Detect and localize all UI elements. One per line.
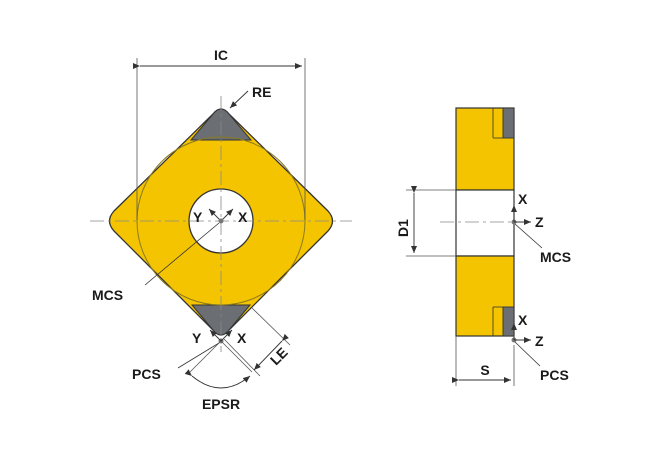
le-dimension-line xyxy=(253,333,290,371)
tip-y-label: Y xyxy=(192,330,202,346)
s-label: S xyxy=(480,362,489,378)
side-lower-tip xyxy=(502,306,515,337)
re-label: RE xyxy=(252,84,271,100)
d1-label: D1 xyxy=(395,219,411,237)
side-mcs-z-label: Z xyxy=(535,214,544,230)
side-upper-tip xyxy=(502,107,515,139)
pcs-x-axis xyxy=(220,329,233,342)
mcs-x-axis xyxy=(220,208,234,222)
le-label: LE xyxy=(267,344,291,368)
ic-label: IC xyxy=(214,47,228,63)
mcs-origin-dot xyxy=(218,218,224,224)
center-y-label: Y xyxy=(193,209,203,225)
side-view: D1 S X Z MCS X Z PCS xyxy=(395,107,571,386)
side-hole xyxy=(455,189,515,257)
mcs-right-label: MCS xyxy=(540,249,571,265)
epsr-edge-right xyxy=(220,340,253,373)
tip-x-label: X xyxy=(237,330,247,346)
pcs-right-label: PCS xyxy=(540,367,569,383)
epsr-label: EPSR xyxy=(202,396,240,412)
pcs-left-label: PCS xyxy=(132,366,161,382)
mcs-y-axis xyxy=(208,208,222,222)
mcs-left-label: MCS xyxy=(92,287,123,303)
pcs-left-leader xyxy=(177,342,220,369)
le-extension-top xyxy=(251,307,291,346)
top-view: IC RE Y X MCS Y X PCS LE EPSR xyxy=(90,47,352,412)
re-leader xyxy=(229,90,249,109)
epsr-edge-left xyxy=(189,340,222,373)
pcs-y-axis xyxy=(209,329,222,342)
side-mcs-x-label: X xyxy=(518,191,528,207)
side-pcs-z-label: Z xyxy=(535,333,544,349)
center-x-label: X xyxy=(238,209,248,225)
pcs-right-leader xyxy=(514,341,541,367)
mcs-right-leader xyxy=(514,223,543,249)
side-pcs-x-label: X xyxy=(518,312,528,328)
epsr-arc xyxy=(184,369,251,389)
mcs-left-leader xyxy=(144,222,220,286)
